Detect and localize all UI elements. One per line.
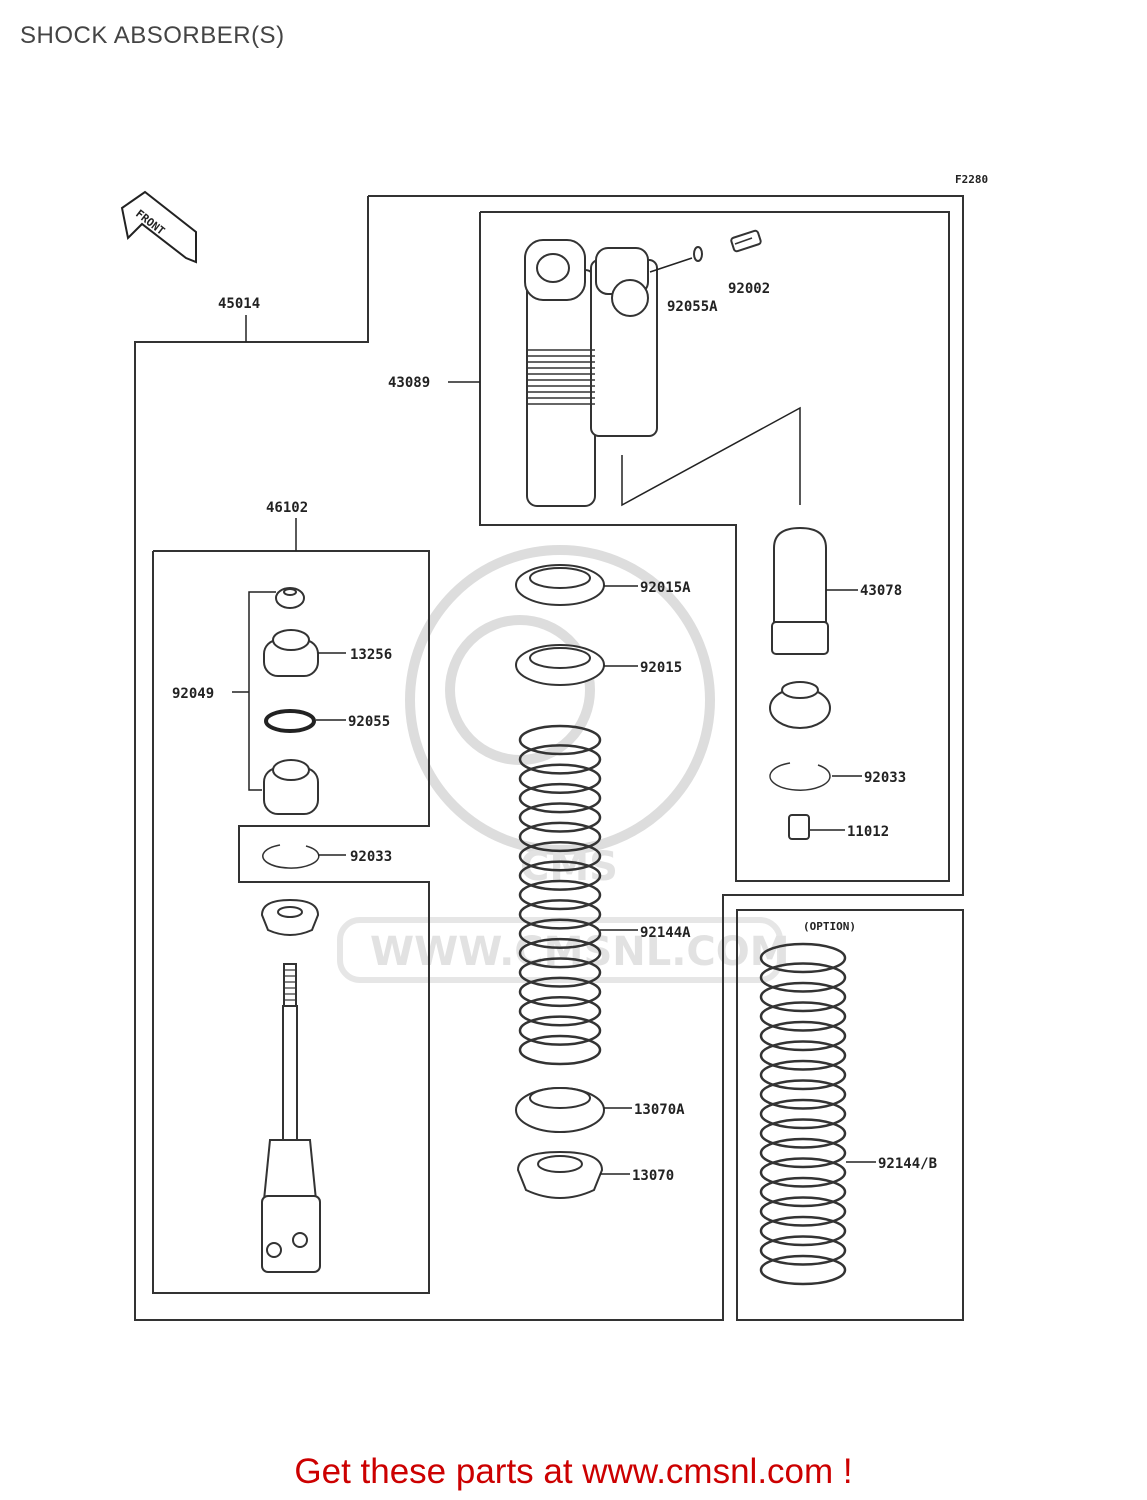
piston-rod	[261, 963, 321, 1273]
cap-part	[769, 681, 831, 729]
spring-coil	[759, 1118, 847, 1149]
spring-coil	[518, 782, 602, 814]
callout-92015a: 92015A	[640, 580, 691, 596]
watermark-text: WWW.CMSNL.COM	[370, 929, 790, 975]
seal-part	[260, 898, 320, 936]
callout-13070: 13070	[632, 1168, 674, 1184]
spring-coil	[759, 981, 847, 1013]
spring-coil	[759, 1020, 847, 1052]
piston-lower-part	[263, 759, 319, 815]
callout-92015: 92015	[640, 660, 682, 676]
piston-13256	[263, 629, 319, 677]
spring-coil	[759, 1157, 847, 1188]
spring-coil	[518, 937, 602, 969]
callout-92049: 92049	[172, 686, 214, 702]
front-arrow-icon: FRONT	[120, 190, 197, 264]
spring-seat-13070	[516, 1150, 604, 1199]
spring-coil	[759, 1040, 847, 1071]
locknut-92015a	[515, 564, 605, 606]
spring-coil	[759, 1137, 847, 1169]
o-ring-92055a	[693, 246, 703, 262]
bolt-92002	[730, 229, 762, 253]
spring-coil	[518, 1015, 602, 1046]
spring-coil	[518, 724, 602, 756]
bushing-11012	[788, 814, 810, 840]
circlip-92033-right	[769, 762, 831, 791]
spring-coil	[518, 763, 602, 794]
spring-seat-13070a	[515, 1087, 605, 1133]
parts-diagram: CMS WWW.CMSNL.COM F2280 FRONT 45014 430	[120, 173, 988, 1321]
option-label: (OPTION)	[803, 920, 856, 933]
spring-coil	[518, 918, 602, 949]
spring-92144b	[759, 942, 847, 1286]
spring-coil	[518, 957, 602, 988]
spring-coil	[759, 1059, 847, 1091]
frame-46102	[152, 550, 430, 1294]
figure-code: F2280	[955, 173, 988, 186]
spring-coil	[518, 802, 602, 833]
callout-11012: 11012	[847, 824, 889, 840]
spring-coil	[518, 976, 602, 1008]
spring-coil	[518, 996, 602, 1027]
frame-45014	[134, 195, 964, 1321]
spring-coil	[759, 1215, 847, 1247]
spring-coil	[759, 1098, 847, 1130]
promo-link[interactable]: Get these parts at www.cmsnl.com !	[294, 1452, 853, 1491]
callout-92144a: 92144A	[640, 925, 691, 941]
spring-coil	[759, 942, 847, 974]
callout-45014: 45014	[218, 296, 260, 312]
frame-43089	[479, 211, 950, 882]
spring-coil	[518, 841, 602, 872]
spring-coil	[759, 1235, 847, 1266]
spring-coil	[759, 962, 847, 993]
spring-coil	[518, 1034, 602, 1066]
callout-92033-left: 92033	[350, 849, 392, 865]
spring-coil	[518, 744, 602, 775]
assembly-line	[621, 406, 801, 507]
spring-coil	[518, 899, 602, 930]
frame-option	[736, 909, 964, 1321]
callout-92055: 92055	[348, 714, 390, 730]
locknut-92015	[515, 644, 605, 686]
spring-coil	[759, 1254, 847, 1286]
spring-coil	[759, 1176, 847, 1208]
spring-coil	[518, 879, 602, 911]
spring-coil	[518, 821, 602, 853]
spring-coil	[759, 1196, 847, 1227]
circlip-92033-left	[262, 844, 320, 869]
spring-92144a	[518, 724, 602, 1066]
callout-92055a: 92055A	[667, 299, 718, 315]
callout-92002: 92002	[728, 281, 770, 297]
bump-stop-43078	[771, 526, 829, 655]
spring-coil	[759, 1079, 847, 1110]
nut-part	[275, 587, 305, 609]
callout-13256: 13256	[350, 647, 392, 663]
o-ring-92055	[264, 709, 316, 733]
callout-46102: 46102	[266, 500, 308, 516]
shock-body-43089	[524, 239, 658, 507]
spring-coil	[759, 1001, 847, 1032]
callout-43078: 43078	[860, 583, 902, 599]
callout-13070a: 13070A	[634, 1102, 685, 1118]
bracket-92049	[248, 591, 276, 791]
callout-92033-right: 92033	[864, 770, 906, 786]
callout-92144b: 92144/B	[878, 1156, 937, 1172]
callout-43089: 43089	[388, 375, 430, 391]
spring-coil	[518, 860, 602, 891]
page-title: SHOCK ABSORBER(S)	[20, 22, 285, 49]
